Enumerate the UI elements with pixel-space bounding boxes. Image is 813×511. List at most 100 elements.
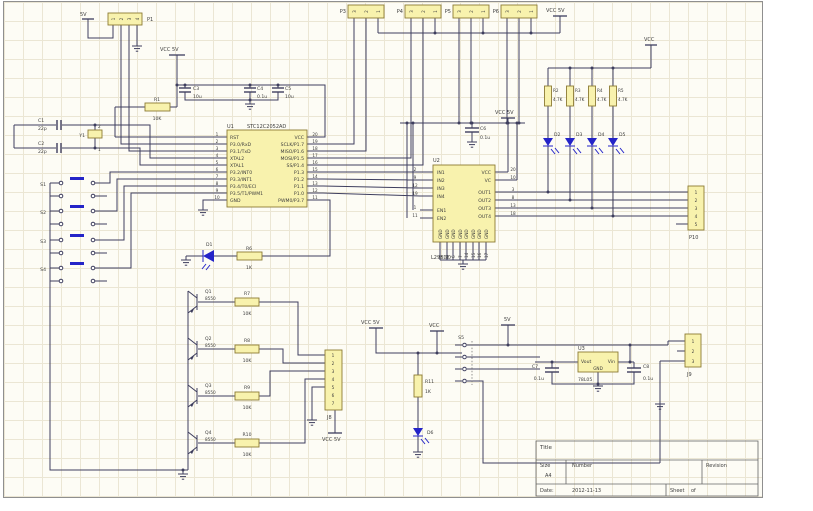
q1-value: 8550 (205, 296, 216, 301)
q2-ref: Q2 (205, 336, 212, 342)
wires-leds (547, 45, 652, 216)
u1-pin-num: 10 (214, 195, 220, 200)
u1-pin-name: P1.0 (294, 191, 304, 197)
q3-value: 8550 (205, 390, 216, 395)
q2-value: 8550 (205, 343, 216, 348)
capacitor-c3 (179, 87, 191, 93)
u2-pin-num: 11 (412, 213, 418, 218)
c6-ref: C6 (480, 126, 486, 132)
u2-gnd-num: 5 (445, 255, 450, 258)
u1-pin-num: 8 (216, 181, 219, 186)
j8-pin: 4 (332, 377, 335, 382)
u2-pin-name: EN2 (437, 216, 446, 222)
u1-pin-name: RST (230, 135, 239, 141)
u2-gnd-pin: GND (458, 229, 463, 239)
connector-j8 (324, 349, 343, 411)
u2-gnd-num: 15 (471, 252, 476, 258)
ground-symbol (592, 385, 604, 392)
r11-ref: R11 (425, 379, 434, 385)
led-d2 (543, 138, 560, 155)
c4-value: 0.1u (257, 94, 267, 100)
u2-pin-num: 2 (414, 167, 417, 172)
u3-vout: Vout (581, 359, 592, 365)
r1-value: 10K (153, 116, 163, 122)
u2-ref: U2 (433, 158, 440, 164)
resistor-r10 (234, 438, 260, 448)
u1-pin-name: XTAL1 (230, 163, 244, 169)
ground-symbol (244, 103, 256, 110)
u2-pin-name: IN3 (437, 186, 445, 192)
power-label-5v-mid: 5V (504, 317, 511, 323)
c8-ref: C8 (643, 364, 649, 370)
resistor-r1 (144, 102, 171, 112)
u1-pin-name: P1.2 (294, 177, 304, 183)
sheet-label: Sheet (670, 488, 684, 494)
ground-symbol (180, 259, 192, 266)
wires-crystal (13, 124, 211, 166)
u2-gnd-pin: GND (451, 229, 456, 239)
u2-pin-name: VCC (481, 170, 491, 176)
wires-u1-stubs (202, 136, 323, 210)
u2-gnd-num: 6 (451, 255, 456, 258)
resistor-r6 (236, 251, 263, 261)
p1-ref: P1 (147, 17, 153, 23)
r8-value: 10K (243, 358, 253, 364)
u1-pin-name: XTAL2 (230, 156, 244, 162)
power-label-vcc5v-caps: VCC 5V (160, 47, 179, 53)
u2-pin-num: 9 (414, 175, 417, 180)
u1-pin-num: 13 (312, 181, 318, 186)
u2-pin-name: EN1 (437, 208, 446, 214)
u1-pin-num: 3 (216, 146, 219, 151)
ground-symbol (177, 473, 189, 480)
r4-ref: R4 (597, 88, 603, 93)
r7-ref: R7 (244, 291, 250, 297)
wires-bottom-mid (375, 325, 685, 464)
wires-d1-r6 (185, 199, 331, 260)
connector-p3 (347, 4, 385, 19)
p1-pin: 2 (119, 17, 124, 20)
wires (13, 16, 688, 474)
u1-pin-name: SS/P1.4 (287, 163, 305, 169)
power-label-vcc5v-j8: VCC 5V (322, 437, 341, 443)
p4-pin: 1 (433, 10, 438, 13)
j8-pin: 3 (332, 369, 335, 374)
crystal-y1-body (87, 129, 103, 139)
j8-pin: 5 (332, 385, 335, 390)
u1-pin-name: P3.1/TxD (230, 149, 251, 155)
resistor-r7 (234, 297, 260, 307)
capacitor-c4 (244, 87, 256, 93)
title-block: Title Size A4 Number Revision Date: 2012… (535, 440, 759, 497)
transistor-q1 (187, 290, 198, 314)
r5-value: 4.7K (618, 97, 628, 102)
r10-value: 10K (243, 452, 253, 458)
ground-symbol (197, 209, 209, 216)
p4-ref: P4 (397, 9, 403, 15)
c1-ref: C1 (38, 118, 44, 124)
p1-pin: 3 (127, 17, 132, 20)
p10-pin: 2 (695, 198, 698, 203)
power-label-vcc5v-top: VCC 5V (546, 8, 565, 14)
u2-gnd-num: 16 (477, 252, 482, 258)
ground-symbol (412, 451, 424, 458)
p4-pin: 3 (409, 10, 414, 13)
power-label-vcc-led: VCC (644, 37, 655, 43)
u2-pin-num: 3 (512, 187, 515, 192)
j9-pin: 2 (692, 349, 695, 354)
d5-ref: D5 (619, 132, 626, 138)
resistor-r2 (544, 85, 552, 107)
p6-pin: 3 (505, 10, 510, 13)
u1-pin-name: MISO/P1.6 (281, 149, 305, 155)
capacitor-c5 (272, 87, 284, 93)
c2-ref: C2 (38, 141, 44, 147)
u2-gnd-num: 14 (464, 252, 469, 258)
button-s1 (58, 177, 96, 199)
u1-ref: U1 (227, 124, 234, 130)
power-bars (82, 15, 657, 434)
u2-pin-num: 20 (510, 167, 516, 172)
u1-pin-num: 11 (312, 195, 318, 200)
u1-pin-name: SCLK/P1.7 (281, 142, 304, 148)
y1-pin1: 1 (98, 147, 101, 152)
date-label: Date: (540, 488, 554, 494)
r8-ref: R8 (244, 338, 250, 344)
